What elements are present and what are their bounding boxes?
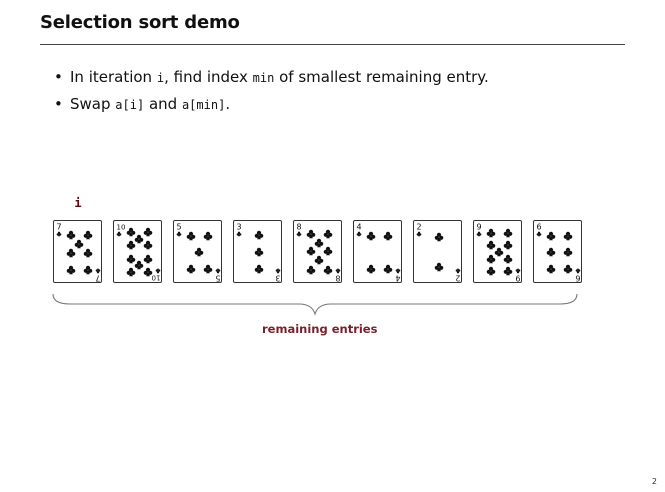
club-pips	[186, 231, 213, 274]
club-pips	[66, 230, 93, 275]
club-suit-icon	[536, 231, 542, 237]
card-face: 10 10	[116, 224, 161, 282]
remaining-entries-label: remaining entries	[262, 322, 378, 336]
playing-card-10-of-clubs: 10 10	[113, 220, 162, 283]
card-rank-label: 3	[237, 223, 242, 232]
card-corner-rotated: 3	[275, 268, 281, 283]
bullet-list: • In iteration i, find index min of smal…	[52, 64, 489, 118]
card-rank-label: 10	[117, 224, 126, 232]
bullet-item-swap: • Swap a[i] and a[min].	[52, 91, 489, 118]
bullet-dot-icon: •	[54, 95, 63, 113]
card-rank-label: 8	[297, 223, 302, 232]
club-suit-icon	[176, 231, 182, 237]
bullet-dot-icon: •	[54, 68, 63, 86]
club-pips	[254, 230, 264, 274]
card-rank-label: 9	[515, 274, 520, 283]
card-rank-label: 7	[95, 274, 100, 283]
code-token: i	[156, 71, 165, 85]
card-corner-rotated: 5	[215, 268, 221, 283]
bullet-text: of smallest remaining entry.	[274, 68, 489, 86]
card-face: 66	[536, 223, 581, 283]
card-corner-rotated: 7	[95, 268, 101, 283]
bullet-text: Swap	[70, 95, 116, 113]
bullet-item-iteration: • In iteration i, find index min of smal…	[52, 64, 489, 91]
card-face: 77	[56, 223, 101, 283]
card-rank-label: 6	[537, 223, 542, 232]
bullet-text: and	[144, 95, 182, 113]
card-face: 44	[356, 223, 401, 283]
club-pips	[366, 231, 393, 274]
club-pips	[486, 228, 513, 276]
card-rank-label: 4	[357, 223, 362, 232]
card-rank-label: 6	[575, 274, 580, 283]
card-face: 33	[236, 223, 281, 283]
index-pointer-label: i	[74, 196, 82, 210]
club-pips	[126, 227, 153, 277]
card-corner-rotated: 4	[395, 268, 401, 283]
club-suit-icon	[236, 231, 242, 237]
card-rank-label: 10	[152, 274, 161, 282]
code-token: min	[252, 71, 275, 85]
card-corner-rotated: 10	[152, 268, 161, 282]
club-pips	[306, 229, 333, 275]
club-pips	[546, 231, 573, 274]
club-suit-icon	[116, 231, 122, 237]
card-corner-rotated: 2	[455, 268, 461, 283]
code-token: a[min]	[181, 98, 226, 112]
bullet-text: .	[225, 95, 231, 113]
card-rank-label: 7	[57, 223, 62, 232]
card-rank-label: 3	[275, 274, 280, 283]
card-face: 22	[416, 223, 461, 283]
card-face: 55	[176, 223, 221, 283]
bullet-text: In iteration	[70, 68, 157, 86]
club-suit-icon	[476, 231, 482, 237]
club-suit-icon	[296, 231, 302, 237]
club-suit-icon	[56, 231, 62, 237]
page-number: 2	[651, 477, 657, 486]
card-rank-label: 2	[455, 274, 460, 283]
card-face: 88	[296, 223, 341, 283]
code-token: a[i]	[115, 98, 145, 112]
card-rank-label: 5	[177, 223, 182, 232]
card-rank-label: 4	[395, 274, 400, 283]
club-suit-icon	[416, 231, 422, 237]
slide-title: Selection sort demo	[40, 12, 240, 33]
card-rank-label: 9	[477, 223, 482, 232]
card-corner-rotated: 8	[335, 268, 341, 283]
card-corner-rotated: 9	[515, 268, 521, 283]
curly-brace-icon	[52, 293, 578, 316]
card-rank-label: 5	[215, 274, 220, 283]
bullet-text: , find index	[164, 68, 253, 86]
title-divider	[40, 44, 625, 45]
club-pips	[434, 232, 444, 272]
card-rank-label: 8	[335, 274, 340, 283]
card-rank-label: 2	[417, 223, 422, 232]
card-corner-rotated: 6	[575, 268, 581, 283]
club-suit-icon	[356, 231, 362, 237]
card-face: 99	[476, 223, 521, 283]
